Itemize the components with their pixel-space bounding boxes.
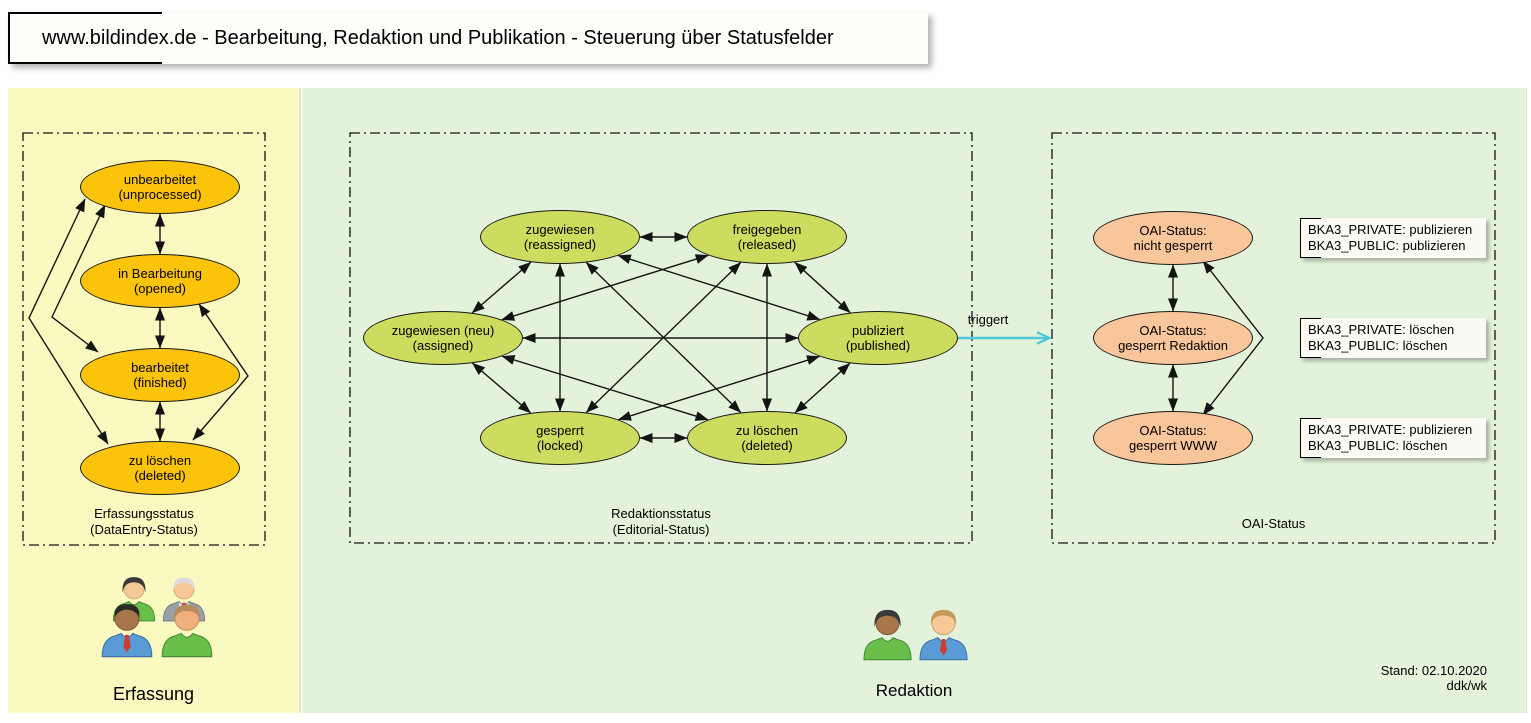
- person-icon: [863, 609, 912, 661]
- status-node-zu-loeschen-de: zu löschen(deleted): [80, 441, 240, 495]
- redaktion-label: Redaktion: [875, 681, 953, 700]
- status-node-zu-loeschen-ed: zu löschen(deleted): [687, 411, 847, 465]
- erfassung-label: Erfassung: [112, 684, 195, 704]
- note-line: BKA3_PRIVATE: publizieren: [1308, 421, 1473, 437]
- status-node-oai-gesperrt-redaktion: OAI-Status:gesperrt Redaktion: [1093, 311, 1253, 365]
- status-node-bearbeitet: bearbeitet(finished): [80, 348, 240, 402]
- status-node-label: (deleted): [134, 468, 186, 483]
- status-node-label: (deleted): [741, 438, 793, 453]
- status-node-label: unbearbeitet: [123, 171, 197, 187]
- status-node-oai-nicht-gesperrt: OAI-Status:nicht gesperrt: [1093, 211, 1253, 265]
- status-node-label: (finished): [133, 375, 187, 390]
- status-node-label: (reassigned): [523, 237, 597, 252]
- footer-stand: Stand: 02.10.2020 ddk/wk: [1381, 663, 1487, 693]
- status-node-label: nicht gesperrt: [1133, 238, 1213, 253]
- status-node-label: (assigned): [412, 338, 474, 353]
- status-node-gesperrt: gesperrt(locked): [480, 411, 640, 465]
- editorial-group-label-line2: (Editorial-Status): [612, 522, 710, 537]
- status-node-label: publiziert: [851, 322, 905, 338]
- status-node-label: OAI-Status:: [1139, 422, 1207, 438]
- status-node-label: gesperrt: [536, 422, 584, 438]
- status-node-label: zugewiesen: [525, 221, 595, 237]
- status-node-label: in Bearbeitung: [118, 265, 202, 281]
- redaktion-people-icon: [858, 602, 974, 680]
- note-line: BKA3_PRIVATE: löschen: [1308, 321, 1455, 337]
- note-line: BKA3_PUBLIC: löschen: [1308, 338, 1448, 353]
- status-node-oai-gesperrt-www: OAI-Status:gesperrt WWW: [1093, 411, 1253, 465]
- status-node-label: zu löschen: [128, 452, 192, 468]
- status-node-label: bearbeitet: [131, 359, 189, 375]
- status-node-label: OAI-Status:: [1139, 322, 1207, 338]
- status-node-label: (opened): [133, 281, 187, 296]
- person-icon: [161, 604, 213, 658]
- status-node-label: zugewiesen (neu): [391, 322, 495, 338]
- status-node-label: gesperrt Redaktion: [1118, 338, 1228, 353]
- status-node-label: (released): [737, 237, 797, 252]
- status-node-label: OAI-Status:: [1139, 222, 1207, 238]
- dataentry-group-label: Erfassungsstatus (DataEntry-Status): [23, 506, 265, 538]
- erfassung-people-icon: [96, 572, 228, 706]
- status-node-label: freigegeben: [732, 221, 802, 237]
- trigger-label: triggert: [967, 312, 1009, 327]
- title-box: www.bildindex.de - Bearbeitung, Redaktio…: [8, 12, 928, 64]
- status-node-publiziert: publiziert(published): [798, 311, 958, 365]
- status-node-label: zu löschen: [735, 422, 799, 438]
- status-node-label: (unprocessed): [118, 187, 202, 202]
- status-node-freigegeben: freigegeben(released): [687, 210, 847, 264]
- oai-group-label-line1: OAI-Status: [1241, 516, 1306, 531]
- note-line: BKA3_PUBLIC: löschen: [1308, 438, 1448, 453]
- status-node-unbearbeitet: unbearbeitet(unprocessed): [80, 160, 240, 214]
- footer-date: Stand: 02.10.2020: [1380, 663, 1487, 678]
- person-icon: [919, 609, 968, 661]
- editorial-group-label: Redaktionsstatus (Editorial-Status): [350, 506, 972, 538]
- status-node-in-bearbeitung: in Bearbeitung(opened): [80, 254, 240, 308]
- editorial-group-label-line1: Redaktionsstatus: [611, 506, 711, 521]
- note-line: BKA3_PRIVATE: publizieren: [1308, 221, 1473, 237]
- dataentry-group-label-line1: Erfassungsstatus: [94, 506, 194, 521]
- person-icon: [101, 604, 153, 658]
- footer-initials: ddk/wk: [1446, 678, 1487, 693]
- status-node-label: (published): [845, 338, 911, 353]
- note-line: BKA3_PUBLIC: publizieren: [1308, 238, 1466, 253]
- oai-group-label: OAI-Status: [1052, 516, 1495, 532]
- dataentry-group-label-line2: (DataEntry-Status): [90, 522, 198, 537]
- status-node-label: (locked): [536, 438, 584, 453]
- page-title: www.bildindex.de - Bearbeitung, Redaktio…: [42, 26, 834, 49]
- status-node-zugewiesen-neu: zugewiesen (neu)(assigned): [363, 311, 523, 365]
- status-node-label: gesperrt WWW: [1128, 438, 1218, 453]
- status-node-zugewiesen: zugewiesen(reassigned): [480, 210, 640, 264]
